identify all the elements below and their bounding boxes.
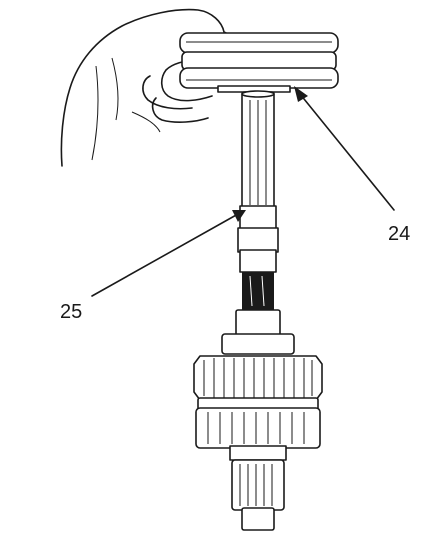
leader-24: [294, 86, 395, 211]
hand: [60, 8, 237, 167]
installer-tool: [179, 32, 339, 93]
callout-24: 24: [388, 223, 410, 245]
gear-cluster: [193, 355, 323, 531]
drift-shaft: [237, 90, 279, 253]
callout-25: 25: [60, 301, 82, 323]
bearing-assembly: [221, 249, 295, 355]
leader-25: [91, 210, 246, 297]
